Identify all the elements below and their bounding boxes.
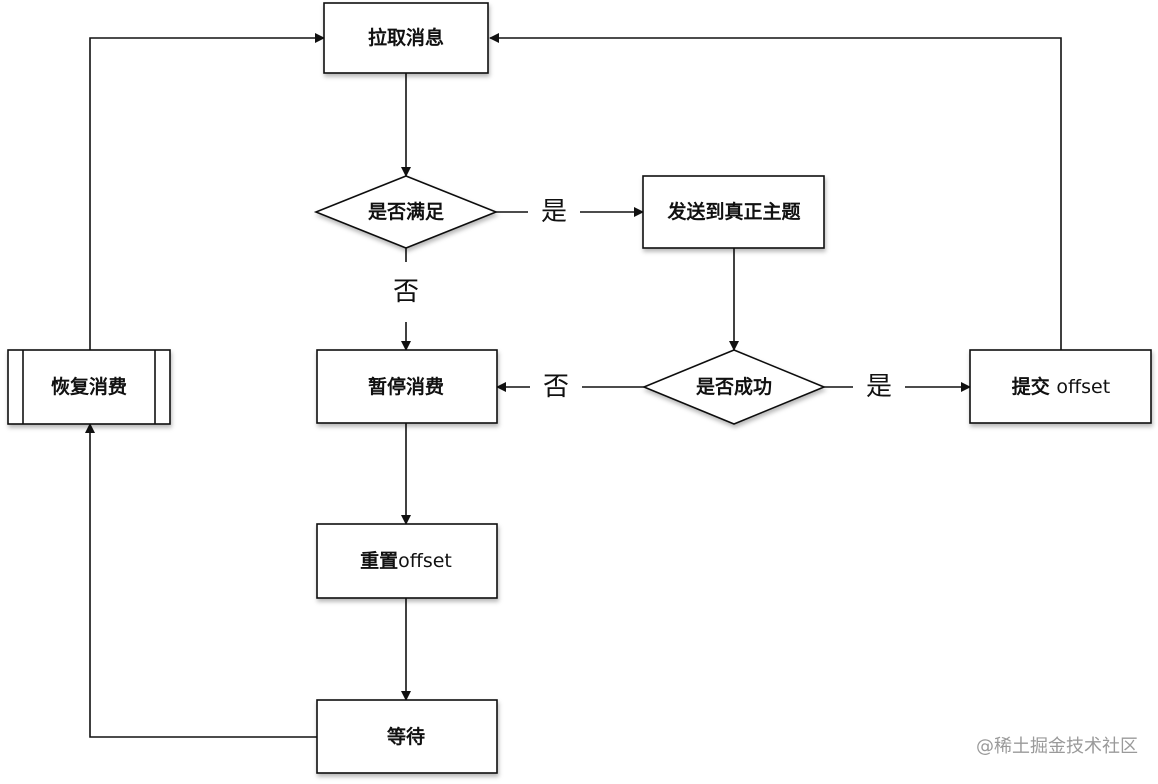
node-send-to-real-topic-label: 发送到真正主题 [666,200,800,223]
watermark-text: @稀土掘金技术社区 [976,736,1138,757]
node-reset-offset-label: 重置offset [360,550,452,572]
node-pull-messages: 拉取消息 [323,2,489,74]
edge-label-condition-yes: 是 [541,197,567,227]
edge-resume-to-pull [89,33,325,350]
node-condition-met: 是否满足 [313,175,499,249]
edge-commit-to-pull [489,33,1062,350]
edge-label-condition-no: 否 [393,277,419,307]
edge-wait-to-resume [85,423,317,738]
node-resume-consumption-label: 恢复消费 [51,375,127,398]
node-pause-consumption: 暂停消费 [316,349,498,424]
node-wait-label: 等待 [386,725,425,748]
node-reset-offset: 重置offset [316,523,498,599]
node-resume-consumption: 恢复消费 [7,349,171,425]
node-commit-offset: 提交 offset [969,349,1152,424]
node-reset-offset-suffix: offset [398,550,452,572]
edge-label-success-yes: 是 [866,372,892,402]
node-is-successful-label: 是否成功 [696,375,772,398]
node-send-to-real-topic: 发送到真正主题 [642,175,825,249]
node-commit-offset-suffix: offset [1056,376,1110,398]
node-pause-consumption-label: 暂停消费 [368,375,444,398]
node-reset-offset-prefix: 重置 [360,550,398,572]
node-commit-offset-prefix: 提交 [1012,375,1057,398]
node-condition-met-label: 是否满足 [368,200,445,223]
edge-label-success-no: 否 [543,372,569,402]
node-pull-messages-label: 拉取消息 [368,26,444,49]
node-is-successful: 是否成功 [641,349,827,425]
node-commit-offset-label: 提交 offset [1012,375,1110,398]
node-wait: 等待 [316,699,498,774]
